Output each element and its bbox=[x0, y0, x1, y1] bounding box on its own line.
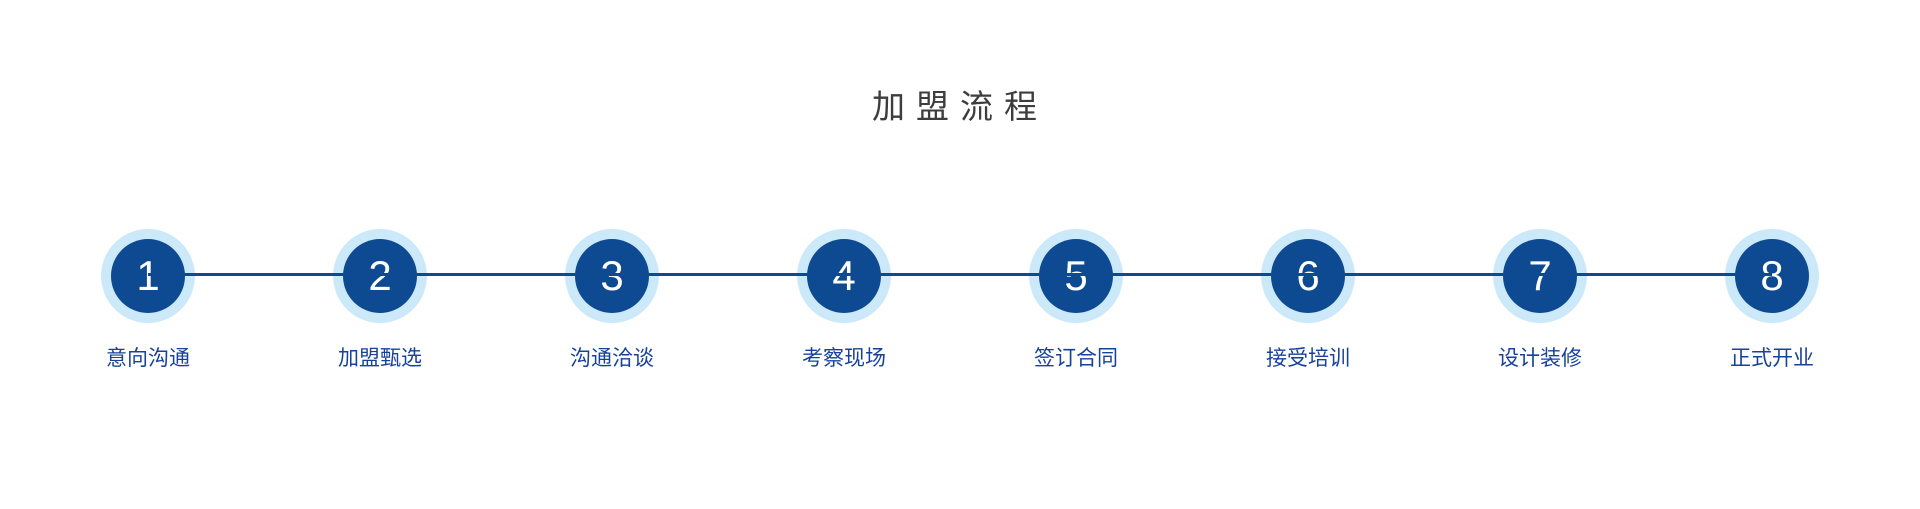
step-circle: 8 bbox=[1735, 239, 1809, 313]
step-halo: 1 bbox=[101, 229, 195, 323]
step-number: 6 bbox=[1296, 255, 1319, 297]
step-number: 7 bbox=[1528, 255, 1551, 297]
step-label: 设计装修 bbox=[1498, 347, 1582, 370]
step-label: 考察现场 bbox=[802, 347, 886, 370]
step-number: 3 bbox=[600, 255, 623, 297]
step-circle: 6 bbox=[1271, 239, 1345, 313]
step-number: 2 bbox=[368, 255, 391, 297]
step-circle: 3 bbox=[575, 239, 649, 313]
step-halo: 3 bbox=[565, 229, 659, 323]
process-step-1: 1 意向沟通 bbox=[32, 229, 264, 369]
step-circle: 5 bbox=[1039, 239, 1113, 313]
step-label: 意向沟通 bbox=[106, 347, 190, 370]
step-halo: 4 bbox=[797, 229, 891, 323]
process-flow: 1 意向沟通 2 加盟甄选 3 沟通洽谈 4 考察现场 bbox=[32, 229, 1888, 369]
step-halo: 2 bbox=[333, 229, 427, 323]
step-circle: 2 bbox=[343, 239, 417, 313]
step-label: 沟通洽谈 bbox=[570, 347, 654, 370]
step-number: 8 bbox=[1760, 255, 1783, 297]
process-step-7: 7 设计装修 bbox=[1424, 229, 1656, 369]
step-number: 1 bbox=[136, 255, 159, 297]
process-step-3: 3 沟通洽谈 bbox=[496, 229, 728, 369]
process-step-5: 5 签订合同 bbox=[960, 229, 1192, 369]
step-label: 正式开业 bbox=[1730, 347, 1814, 370]
step-halo: 5 bbox=[1029, 229, 1123, 323]
process-step-4: 4 考察现场 bbox=[728, 229, 960, 369]
process-step-8: 8 正式开业 bbox=[1656, 229, 1888, 369]
step-number: 5 bbox=[1064, 255, 1087, 297]
step-circle: 4 bbox=[807, 239, 881, 313]
step-halo: 8 bbox=[1725, 229, 1819, 323]
process-step-2: 2 加盟甄选 bbox=[264, 229, 496, 369]
process-step-6: 6 接受培训 bbox=[1192, 229, 1424, 369]
step-circle: 7 bbox=[1503, 239, 1577, 313]
process-connector-line bbox=[148, 273, 1772, 276]
step-label: 签订合同 bbox=[1034, 347, 1118, 370]
step-halo: 7 bbox=[1493, 229, 1587, 323]
step-circle: 1 bbox=[111, 239, 185, 313]
step-number: 4 bbox=[832, 255, 855, 297]
page-title: 加盟流程 bbox=[872, 88, 1048, 125]
step-halo: 6 bbox=[1261, 229, 1355, 323]
step-label: 接受培训 bbox=[1266, 347, 1350, 370]
step-label: 加盟甄选 bbox=[338, 347, 422, 370]
